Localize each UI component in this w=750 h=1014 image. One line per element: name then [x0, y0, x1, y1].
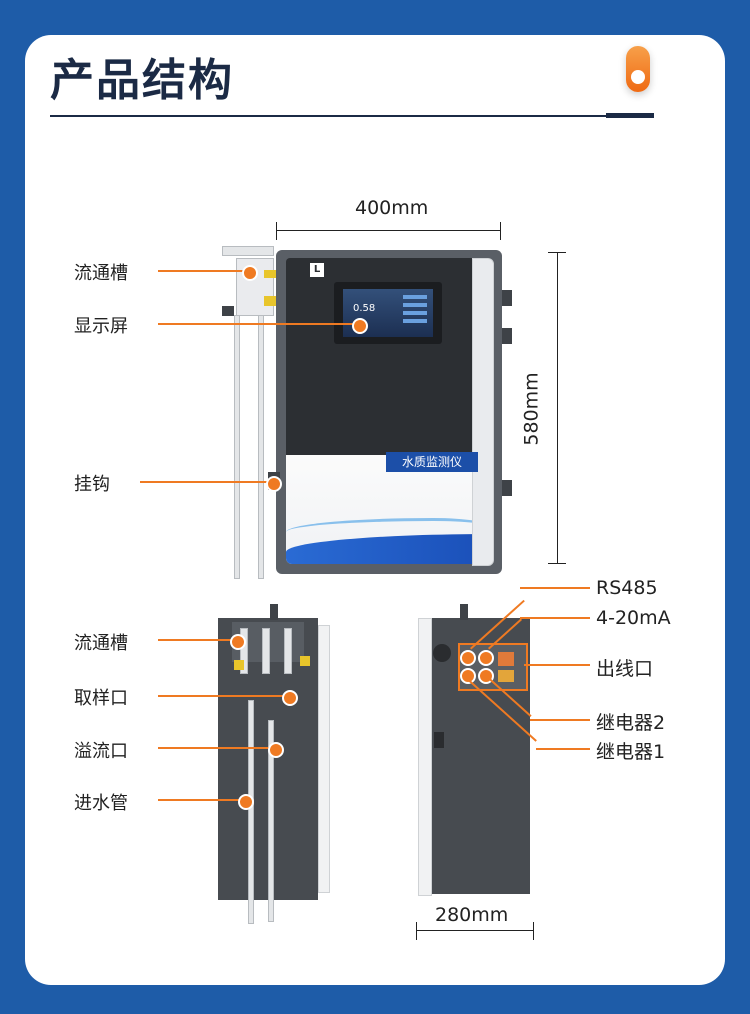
width-label: 400mm: [355, 197, 429, 219]
width-dimension-line: [276, 230, 501, 231]
label-outlet: 出线口: [596, 658, 654, 680]
device-name-badge: 水质监测仪: [386, 452, 478, 472]
display-screen: 0.58: [334, 282, 442, 344]
label-rs485: RS485: [596, 577, 658, 599]
label-display: 显示屏: [74, 316, 128, 337]
label-sampling-port: 取样口: [74, 688, 128, 709]
label-relay1: 继电器1: [596, 741, 666, 763]
front-unit: L 0.58 水质监测仪: [276, 250, 502, 574]
label-relay2: 继电器2: [596, 712, 666, 734]
label-flow-cell-front: 流通槽: [74, 263, 128, 284]
label-inlet-pipe: 进水管: [74, 793, 128, 814]
label-flow-cell-side: 流通槽: [74, 633, 128, 654]
label-4-20ma: 4-20mA: [596, 607, 671, 629]
height-dimension-line: [557, 252, 558, 564]
page-title: 产品结构: [50, 55, 234, 106]
height-label: 580mm: [520, 372, 543, 446]
depth-dimension-line: [416, 930, 534, 931]
label-hook: 挂钩: [74, 474, 110, 495]
title-divider: [50, 115, 654, 117]
toggle-icon: [626, 46, 650, 92]
label-overflow-port: 溢流口: [74, 741, 128, 762]
depth-label: 280mm: [435, 904, 509, 926]
title-divider-accent: [606, 113, 654, 118]
brand-logo: L: [310, 263, 324, 277]
screen-reading: 0.58: [353, 303, 376, 314]
